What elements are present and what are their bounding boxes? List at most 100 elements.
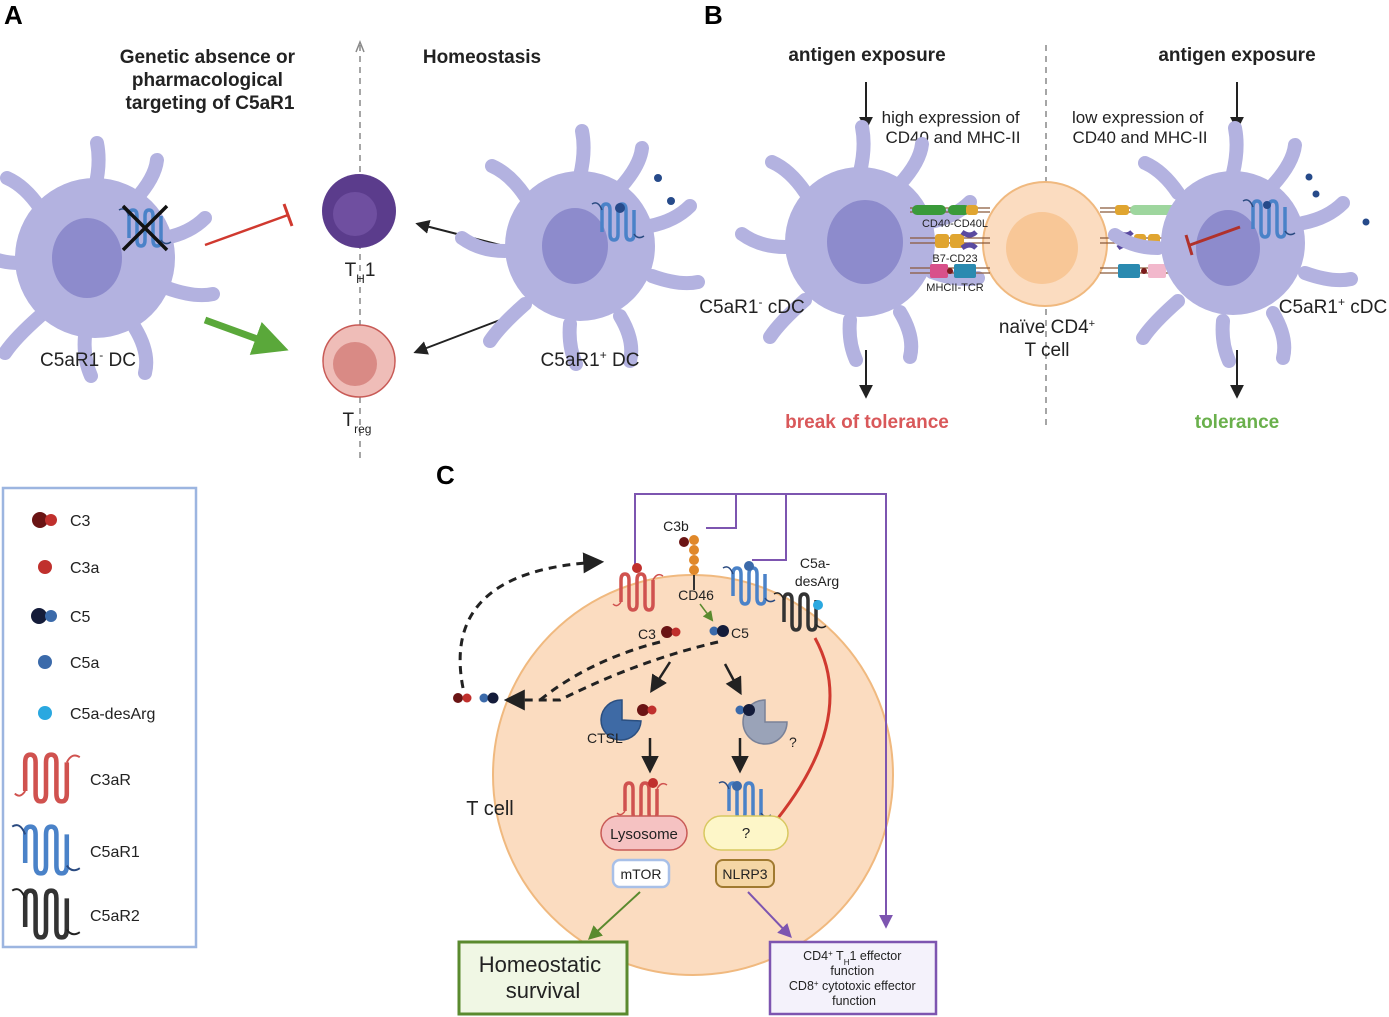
cd40-cd40l-label: CD40-CD40L: [922, 218, 988, 230]
panel-b: B antigen exposure antigen exposure high…: [699, 0, 1387, 433]
c5a-particle-icon: [1305, 173, 1313, 181]
th1-cell: [322, 174, 396, 248]
c5ar1-positive-cdc-cell: [1115, 128, 1351, 361]
th1-label: TH1: [345, 260, 376, 286]
nlrp3-box: [715, 859, 775, 888]
break-of-tolerance-label: break of tolerance: [785, 412, 949, 433]
panel-a-letter: A: [4, 0, 23, 30]
naive-cd4-label: naïve CD4+: [999, 317, 1095, 338]
mhcii-tcr-label: MHCII-TCR: [926, 282, 983, 294]
c3a-bound-icon: [632, 563, 642, 573]
c5-intracellular-icon: [709, 625, 729, 637]
mtor-to-survival-arrow: [587, 891, 641, 940]
legend-box: C3 C3a C5 C5a C5a-desArg C3aR C5aR1 C5aR…: [1, 486, 198, 949]
c5-to-protease-arrow: [723, 663, 742, 696]
knockout-cross-icon: [121, 204, 169, 252]
mhcii-tcr-pair-faded: [1100, 264, 1180, 278]
b7-cd23-pair: [910, 229, 990, 251]
c5ar1-positive-dc-cell: [462, 131, 698, 364]
inhibition-line: [204, 213, 289, 247]
cd46-to-c5-arrow: [699, 603, 714, 622]
panel-b-letter: B: [704, 0, 723, 30]
legend-label-c3a: C3a: [70, 560, 99, 577]
c5a-desarg-bound-icon: [813, 600, 823, 610]
unknown-compartment-question: ?: [742, 825, 750, 842]
inhibition-bar-icon: [1184, 234, 1194, 256]
c3b-label: C3b: [663, 518, 689, 534]
inhibition-bar-icon: [282, 203, 294, 227]
t-cell-label-b: T cell: [1024, 340, 1069, 361]
cd46-label: CD46: [678, 587, 714, 603]
legend-label-c3: C3: [70, 513, 91, 530]
left-heading-line-1: Genetic absence or: [120, 47, 296, 68]
ctsl-label: CTSL: [587, 730, 623, 746]
legend-label-c5ar2: C5aR2: [90, 908, 140, 925]
panel-c-letter: C: [436, 460, 455, 490]
c5-dimer-icon: [31, 608, 57, 624]
panel-c: C C3b CD46 C5a- desArg: [436, 460, 938, 1016]
t-cell-body: [492, 574, 894, 976]
legend-label-c5ar1: C5aR1: [90, 844, 140, 861]
treg-label: Treg: [343, 410, 372, 436]
c5a-bound-icon: [744, 561, 754, 571]
t-cell-label-c: T cell: [466, 798, 513, 820]
unknown-protease-icon: [735, 699, 788, 745]
nlrp3-to-effector-arrow: [747, 891, 792, 939]
c3-to-ctsl-arrow: [650, 661, 672, 693]
c3a-intracellular-icon: [648, 778, 658, 788]
tolerance-label: tolerance: [1195, 412, 1279, 433]
left-heading-line-3: targeting of C5aR1: [126, 93, 295, 114]
c5a-particle-icon: [1362, 218, 1370, 226]
c5a-desarg-label: C5a- desArg: [795, 555, 839, 589]
legend-label-c5a-desarg: C5a-desArg: [70, 706, 155, 723]
dashed-export-paths: [458, 552, 719, 711]
treg-cell: [322, 324, 396, 398]
cd46-receptor: [679, 535, 699, 590]
c5a-desarg-icon: [38, 706, 52, 720]
c3-intracellular-label: C3: [638, 626, 656, 642]
legend-label-c5: C5: [70, 609, 91, 626]
c5-intracellular-label: C5: [731, 625, 749, 641]
c5ar1-positive-cdc-label: C5aR1+ cDC: [1279, 295, 1387, 318]
c5a-particle-icon: [667, 197, 675, 205]
c5ar1-negative-cdc-label: C5aR1- cDC: [699, 295, 804, 318]
unknown-compartment: [703, 815, 789, 851]
mtor-label: mTOR: [621, 866, 662, 882]
homeostatic-survival-label: Homeostatic survival: [479, 952, 607, 1003]
mhcii-tcr-pair: [910, 264, 990, 278]
high-expression-text: high expression of CD40 and MHC-II: [882, 108, 1025, 147]
c5a-intracellular-icon: [732, 781, 742, 791]
c5ar2-inhibition-line: [755, 637, 832, 842]
c3a-icon: [38, 560, 52, 574]
effector-function-text: CD4+ TH1 effector function CD8+ cytotoxi…: [789, 949, 919, 1009]
purple-signal-lines: [634, 493, 893, 929]
homeostatic-survival-box: [457, 940, 629, 1016]
homeostasis-heading: Homeostasis: [423, 47, 541, 68]
effector-function-box: [768, 940, 938, 1016]
c5a-particle-icon: [1312, 190, 1320, 198]
legend-label-c3ar: C3aR: [90, 772, 131, 789]
naive-cd4-t-cell: [982, 181, 1108, 307]
green-promote-arrow: [203, 316, 289, 355]
panel-a-left-heading: Genetic absence or pharmacological targe…: [120, 47, 301, 114]
ctsl-enzyme-icon: [600, 699, 657, 741]
left-heading-line-2: pharmacological: [132, 70, 283, 91]
c3-dimer-icon: [32, 512, 57, 528]
c5a-particle-icon: [654, 174, 662, 182]
lysosome-compartment: [600, 815, 688, 851]
c5ar1-negative-cdc-cell: [742, 127, 978, 360]
legend-label-c5a: C5a: [70, 655, 99, 672]
cd40-cd40l-pair: [910, 205, 990, 215]
antigen-exposure-right: antigen exposure: [1158, 45, 1315, 66]
mtor-box: [611, 858, 671, 889]
c5ar1-negative-dc-cell: [0, 143, 213, 376]
antigen-exposure-left: antigen exposure: [788, 45, 945, 66]
c5a-icon: [38, 655, 52, 669]
low-expression-text: low expression of CD40 and MHC-II: [1072, 108, 1208, 147]
arrow-to-treg: [413, 319, 501, 355]
nlrp3-label: NLRP3: [722, 866, 767, 882]
c5ar1-negative-dc-label: C5aR1- DC: [40, 348, 136, 371]
divider-arrowhead-icon: [355, 39, 365, 53]
b7-cd23-label: B7-CD23: [932, 253, 977, 265]
c3-intracellular-icon: [661, 626, 681, 638]
